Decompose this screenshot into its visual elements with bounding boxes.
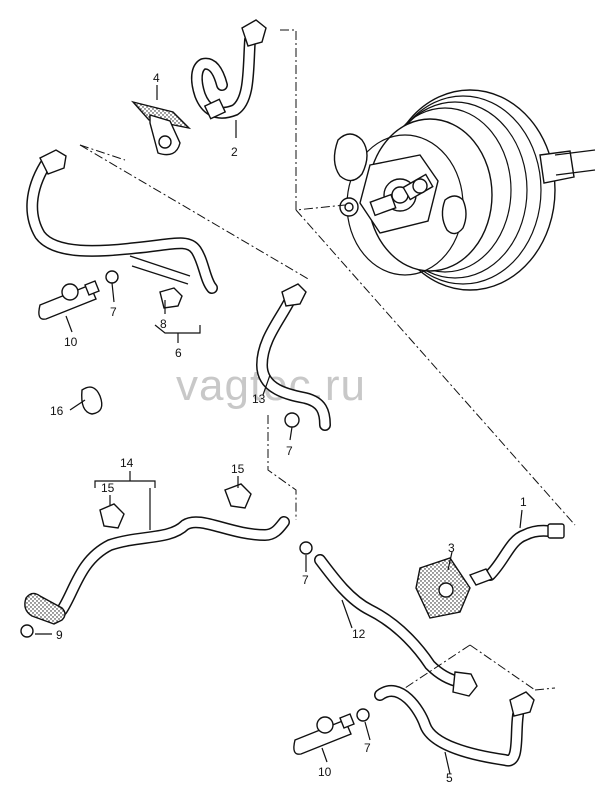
callout-7-middle: 7 (286, 444, 293, 458)
callout-13: 13 (252, 392, 266, 406)
hose-5 (374, 685, 535, 767)
callout-8: 8 (160, 317, 167, 331)
callout-6: 6 (175, 346, 182, 360)
mount-4 (130, 100, 192, 156)
callout-15-right: 15 (231, 462, 245, 476)
callout-4: 4 (153, 71, 160, 85)
hose-14 (24, 516, 290, 625)
bracket-3 (415, 557, 494, 619)
callout-5: 5 (446, 771, 453, 785)
hose-12 (314, 554, 478, 697)
hose-6 (26, 149, 218, 294)
callout-10-upper: 10 (64, 335, 78, 349)
callout-3: 3 (448, 541, 455, 555)
callout-7-upper: 7 (110, 305, 117, 319)
valve-10-lower (293, 713, 355, 755)
callout-9: 9 (56, 628, 63, 642)
leader-lines (35, 85, 523, 775)
hose-2 (190, 19, 267, 120)
valve-10-upper (38, 280, 100, 320)
callout-2: 2 (231, 145, 238, 159)
callout-16: 16 (50, 404, 64, 418)
clip-8 (159, 287, 183, 309)
hose-1 (484, 523, 565, 581)
clip-15-left (99, 503, 125, 529)
callout-15-left: 15 (101, 481, 115, 495)
dash-lines (79, 29, 576, 691)
clip-16 (81, 386, 103, 415)
callout-12: 12 (352, 627, 366, 641)
brake-booster (333, 89, 596, 291)
callout-14: 14 (120, 456, 134, 470)
callouts: 1 2 3 4 5 6 7 7 7 7 8 9 10 10 12 13 14 1… (50, 71, 527, 785)
callout-10-lower: 10 (318, 765, 332, 779)
callout-1: 1 (520, 495, 527, 509)
callout-7-bottom: 7 (364, 741, 371, 755)
callout-7-lower: 7 (302, 573, 309, 587)
hose-13 (256, 283, 331, 431)
